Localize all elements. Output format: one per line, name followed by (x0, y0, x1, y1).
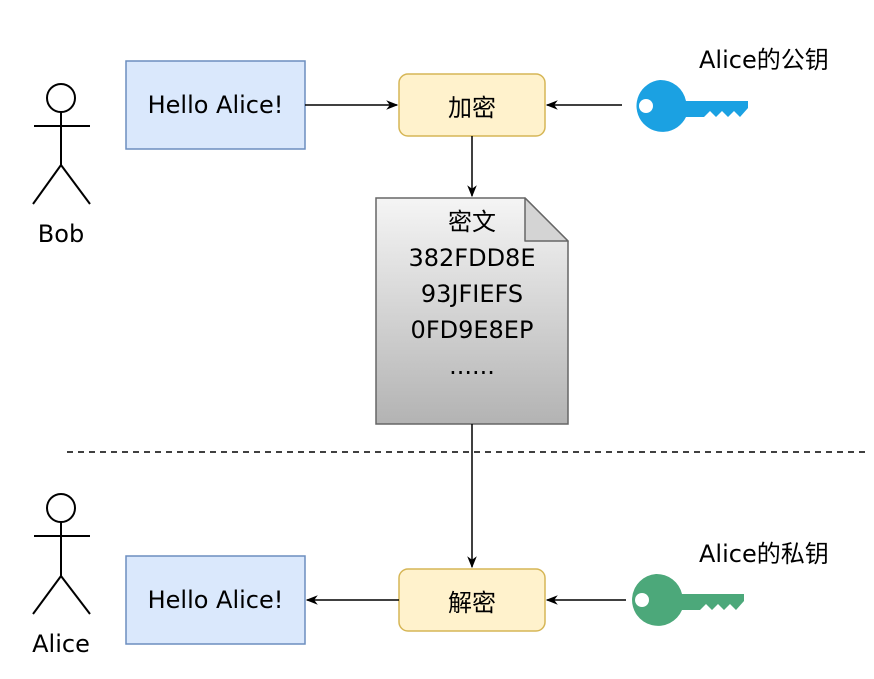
public-key-label: Alice的公钥 (699, 46, 829, 74)
plaintext-receiver-text: Hello Alice! (147, 586, 284, 614)
private-key-label: Alice的私钥 (699, 540, 829, 568)
plaintext-sender-text: Hello Alice! (147, 91, 284, 119)
ciphertext-line-3: 0FD9E8EP (410, 316, 534, 344)
bob-label: Bob (37, 220, 85, 248)
alice-label: Alice (32, 630, 90, 658)
plaintext-box-receiver (125, 555, 306, 645)
bob-actor-icon (32, 83, 91, 205)
ciphertext-line-4: ...... (449, 352, 495, 380)
ciphertext-title: 密文 (448, 208, 496, 236)
encrypt-label: 加密 (448, 93, 496, 122)
alice-actor-icon (32, 493, 91, 615)
ciphertext-content: 密文 382FDD8E 93JFIEFS 0FD9E8EP ...... (376, 204, 568, 384)
ciphertext-line-2: 93JFIEFS (420, 280, 524, 308)
ciphertext-document (375, 197, 569, 425)
private-key-icon (632, 573, 744, 626)
decrypt-label: 解密 (448, 588, 496, 617)
ciphertext-line-1: 382FDD8E (408, 244, 536, 272)
public-key-icon (636, 79, 748, 132)
